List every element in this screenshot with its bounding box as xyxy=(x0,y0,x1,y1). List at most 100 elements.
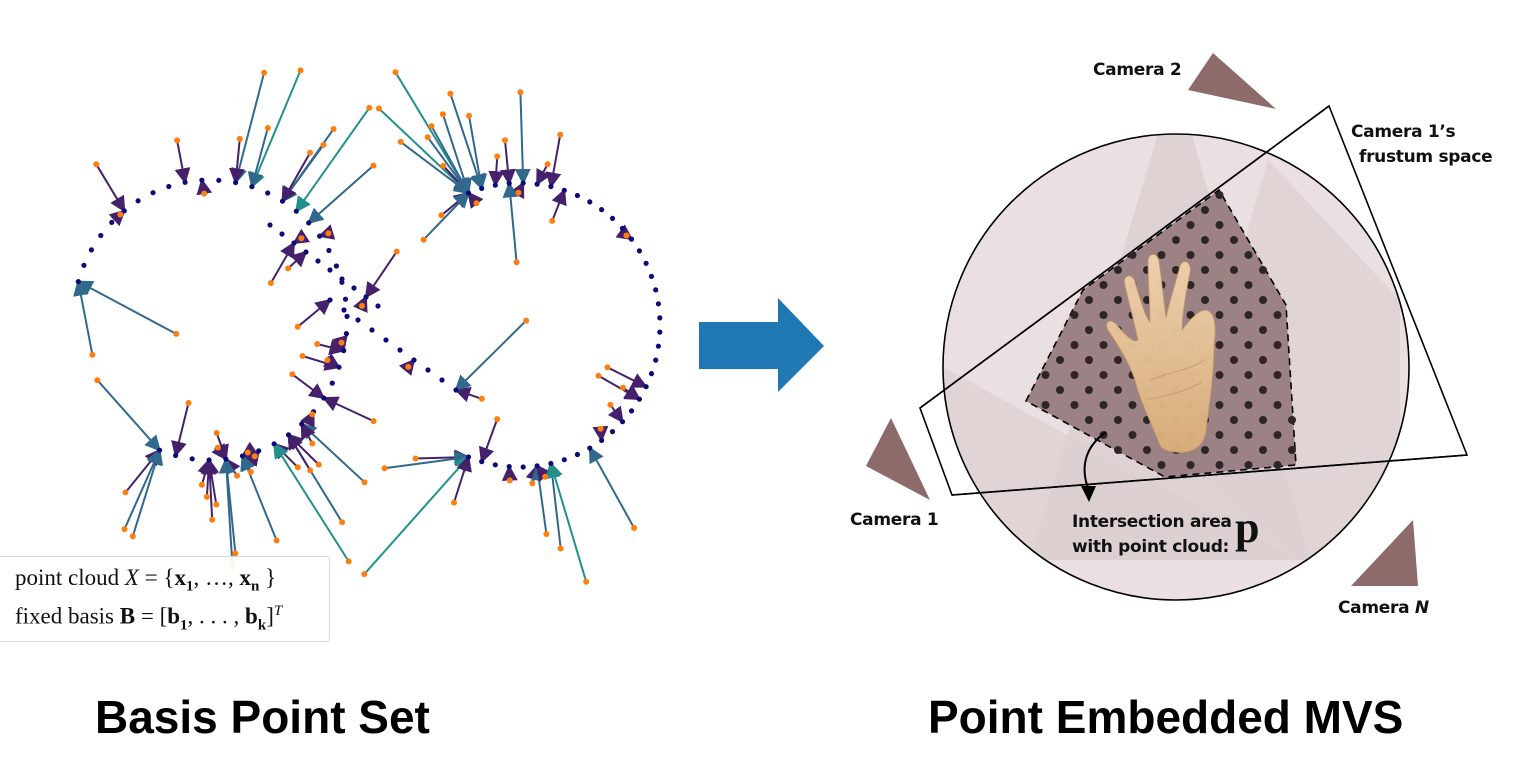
point-cloud-dot xyxy=(643,260,649,266)
basis-arrow xyxy=(478,418,499,464)
grid-point-dot xyxy=(1215,221,1224,229)
basis-arrow xyxy=(430,125,470,195)
basis-arrow xyxy=(297,298,332,328)
grid-point-dot xyxy=(1288,416,1296,424)
basis-arrow xyxy=(454,386,483,403)
basis-point-dot xyxy=(523,317,530,324)
point-cloud-dot xyxy=(291,240,297,246)
basis-arrow xyxy=(281,144,325,203)
basis-point-dot xyxy=(473,200,480,207)
basis-arrow xyxy=(547,461,588,583)
basis-point-dot xyxy=(330,126,337,132)
grid-point-dot xyxy=(1056,386,1064,394)
pointer-arrowhead-icon xyxy=(1081,486,1096,502)
grid-point-dot xyxy=(1128,251,1137,259)
basis-arrow xyxy=(270,241,296,284)
basis-point-dot xyxy=(213,501,220,508)
grid-point-dot xyxy=(1070,311,1079,319)
point-cloud-dot xyxy=(587,445,593,451)
point-cloud-dot xyxy=(299,421,305,427)
grid-point-dot xyxy=(1201,206,1209,214)
camera-n-var: N xyxy=(1414,598,1429,618)
basis-arrow xyxy=(514,92,531,185)
basis-point-dot xyxy=(298,235,305,242)
scene-sphere-outline xyxy=(942,133,1410,601)
grid-point-dot xyxy=(1099,281,1108,289)
basis-point-set-plot xyxy=(73,67,663,585)
basis-point-dot xyxy=(513,259,520,266)
point-cloud-dot xyxy=(182,179,188,185)
point-cloud-dot xyxy=(465,454,472,460)
grid-point-dot xyxy=(1230,356,1238,364)
point-cloud-dot xyxy=(317,233,323,239)
point-cloud-dot xyxy=(628,236,635,242)
grid-point-dot xyxy=(1230,236,1238,244)
point-cloud-dot xyxy=(339,276,345,282)
basis-point-dot xyxy=(420,236,427,243)
point-cloud-dot xyxy=(520,464,526,470)
point-cloud-dot xyxy=(326,247,332,254)
point-cloud-dot xyxy=(561,457,567,463)
legend-var: b xyxy=(245,603,258,629)
point-cloud-dot xyxy=(628,408,635,414)
grid-point-dot xyxy=(1172,266,1180,274)
grid-point-dot xyxy=(1085,416,1093,424)
grid-point-dot xyxy=(1215,281,1224,289)
point-cloud-dot xyxy=(548,183,554,190)
basis-point-dot xyxy=(325,230,332,237)
basis-point-dot xyxy=(307,467,314,474)
basis-point-dot xyxy=(247,469,254,475)
basis-point-dot xyxy=(320,141,327,148)
basis-point-dot xyxy=(607,401,614,408)
grid-point-dot xyxy=(1259,326,1267,334)
point-cloud-dot xyxy=(653,357,659,363)
basis-arrow xyxy=(249,70,302,189)
basis-point-dot xyxy=(307,149,314,156)
basis-arrow xyxy=(363,455,470,575)
point-cloud-dot xyxy=(363,294,369,300)
legend-var: B xyxy=(119,603,136,629)
basis-point-dot xyxy=(393,248,400,255)
basis-point-dot xyxy=(478,395,485,402)
point-cloud-dot xyxy=(157,447,163,453)
point-cloud-dot xyxy=(619,225,626,231)
basis-point-dot xyxy=(595,372,602,379)
grid-point-dot xyxy=(1273,341,1282,349)
grid-point-dot xyxy=(1070,341,1079,349)
basis-arrow xyxy=(95,163,126,213)
basis-point-dot xyxy=(339,519,346,526)
grid-point-dot xyxy=(1056,356,1064,364)
basis-point-dot xyxy=(213,430,220,436)
point-cloud-dot xyxy=(279,231,285,237)
point-cloud-dot xyxy=(279,198,286,204)
basis-point-dot xyxy=(244,449,251,456)
basis-point-dot xyxy=(515,189,522,196)
basis-point-dot xyxy=(297,67,304,74)
basis-point-dot xyxy=(412,455,419,462)
camera-1-frustum-shadow xyxy=(943,365,1300,560)
camera-n-label: Camera N xyxy=(1338,598,1429,618)
point-cloud-dot xyxy=(329,380,335,386)
point-cloud-dot xyxy=(341,307,347,313)
point-cloud-dot xyxy=(369,327,375,333)
basis-point-dot xyxy=(438,212,445,219)
point-cloud-dot xyxy=(351,285,357,291)
basis-arrow xyxy=(400,141,471,195)
basis-arrow xyxy=(545,134,562,189)
basis-arrow xyxy=(247,127,269,189)
point-cloud-dot xyxy=(506,180,512,186)
point-cloud-dot xyxy=(343,331,349,337)
point-cloud-dot xyxy=(506,464,512,470)
basis-point-dot xyxy=(121,526,128,533)
basis-point-dot xyxy=(324,357,331,364)
point-cloud-dot xyxy=(342,296,349,302)
grid-point-dot xyxy=(1099,371,1108,379)
point-cloud-dot xyxy=(109,219,115,225)
grid-point-dot xyxy=(1114,416,1122,424)
grid-point-dot xyxy=(1172,236,1180,244)
grid-point-dot xyxy=(1070,371,1079,379)
legend-sub: k xyxy=(257,617,267,634)
basis-point-dot xyxy=(597,425,604,432)
basis-point-dot xyxy=(198,481,205,488)
point-cloud-dot xyxy=(492,182,498,188)
